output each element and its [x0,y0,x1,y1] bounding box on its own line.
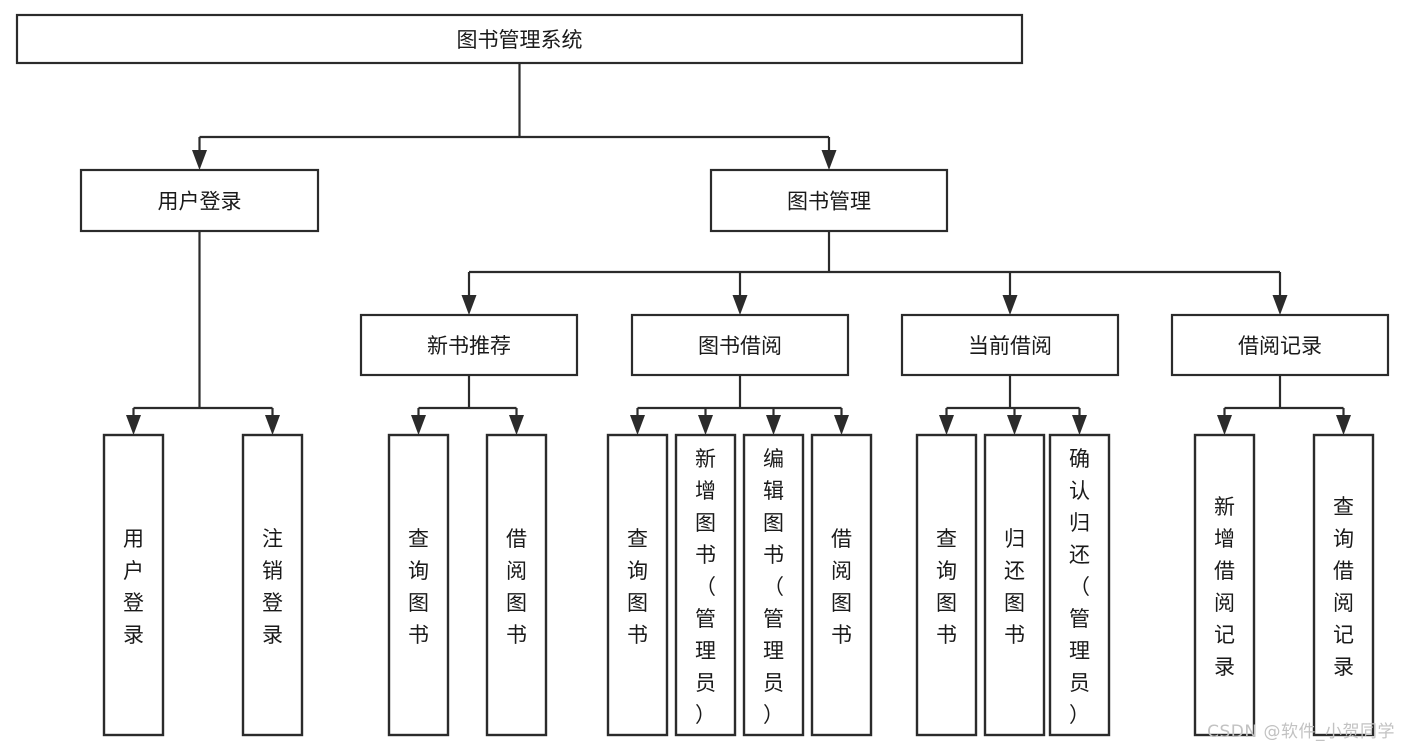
arrow-head-icon [698,415,713,435]
arrow-head-icon [126,415,141,435]
leaf-label: 查询图书 [627,527,648,647]
leaf-box [810,433,873,737]
node-label: 图书借阅 [698,334,782,358]
level3-node-0[interactable]: 新书推荐 [359,313,579,377]
leaf-box [241,433,304,737]
leaf-node-7[interactable]: 借阅图书 [810,433,873,737]
leaf-node-8[interactable]: 查询图书 [915,433,978,737]
node-label: 当前借阅 [968,334,1052,358]
node-box [709,168,949,233]
leaf-node-6[interactable]: 编辑图书（管理员） [742,433,805,737]
leaf-label: 查询借阅记录 [1333,495,1354,679]
level2-node-1[interactable]: 图书管理 [709,168,949,233]
leaf-node-9[interactable]: 归还图书 [983,433,1046,737]
leaf-label: 归还图书 [1004,527,1025,647]
leaf-label: 确认归还（管理员） [1069,447,1090,727]
node-box [359,313,579,377]
csdn-watermark: CSDN @软件_小贺同学 [1207,722,1395,742]
leaf-node-0[interactable]: 用户登录 [102,433,165,737]
leaf-box [387,433,450,737]
node-box [15,13,1024,65]
connector-layer [126,63,1351,435]
leaf-node-2[interactable]: 查询图书 [387,433,450,737]
leaf-box [674,433,737,737]
leaf-label: 新增图书（管理员） [695,447,716,727]
leaf-label: 借阅图书 [506,527,527,647]
node-label: 用户登录 [158,190,242,214]
arrow-head-icon [1007,415,1022,435]
node-label: 新书推荐 [427,334,511,358]
leaf-label: 用户登录 [123,527,144,647]
node-layer: 图书管理系统用户登录图书管理新书推荐图书借阅当前借阅借阅记录用户登录注销登录查询… [15,13,1390,737]
level3-node-3[interactable]: 借阅记录 [1170,313,1390,377]
leaf-box [485,433,548,737]
leaf-box [983,433,1046,737]
leaf-label: 借阅图书 [831,527,852,647]
arrow-head-icon [732,295,748,315]
arrow-head-icon [630,415,645,435]
arrow-head-icon [1336,415,1351,435]
leaf-node-10[interactable]: 确认归还（管理员） [1048,433,1111,737]
leaf-box [915,433,978,737]
leaf-node-1[interactable]: 注销登录 [241,433,304,737]
leaf-node-11[interactable]: 新增借阅记录 [1193,433,1256,737]
node-box [79,168,320,233]
leaf-label: 编辑图书（管理员） [763,447,784,727]
arrow-head-icon [1072,415,1087,435]
node-label: 图书管理 [787,190,871,214]
level3-node-1[interactable]: 图书借阅 [630,313,850,377]
arrow-head-icon [1272,295,1288,315]
node-box [1170,313,1390,377]
leaf-box [102,433,165,737]
node-box [630,313,850,377]
arrow-head-icon [265,415,280,435]
leaf-box [742,433,805,737]
leaf-node-5[interactable]: 新增图书（管理员） [674,433,737,737]
level3-node-2[interactable]: 当前借阅 [900,313,1120,377]
arrow-head-icon [834,415,849,435]
leaf-label: 注销登录 [262,527,283,647]
arrow-head-icon [192,150,207,170]
arrow-head-icon [461,295,477,315]
arrow-head-icon [1217,415,1232,435]
arrow-head-icon [411,415,426,435]
arrow-head-icon [939,415,954,435]
leaf-box [1312,433,1375,737]
leaf-node-3[interactable]: 借阅图书 [485,433,548,737]
leaf-node-12[interactable]: 查询借阅记录 [1312,433,1375,737]
level2-node-0[interactable]: 用户登录 [79,168,320,233]
arrow-head-icon [821,150,837,170]
node-label: 图书管理系统 [457,28,583,52]
node-box [900,313,1120,377]
leaf-box [1193,433,1256,737]
leaf-label: 查询图书 [936,527,957,647]
leaf-node-4[interactable]: 查询图书 [606,433,669,737]
leaf-box [1048,433,1111,737]
arrow-head-icon [1002,295,1018,315]
root-node[interactable]: 图书管理系统 [15,13,1024,65]
node-label: 借阅记录 [1238,334,1322,358]
leaf-label: 新增借阅记录 [1214,495,1235,679]
leaf-label: 查询图书 [408,527,429,647]
leaf-box [606,433,669,737]
arrow-head-icon [509,415,524,435]
arrow-head-icon [766,415,781,435]
